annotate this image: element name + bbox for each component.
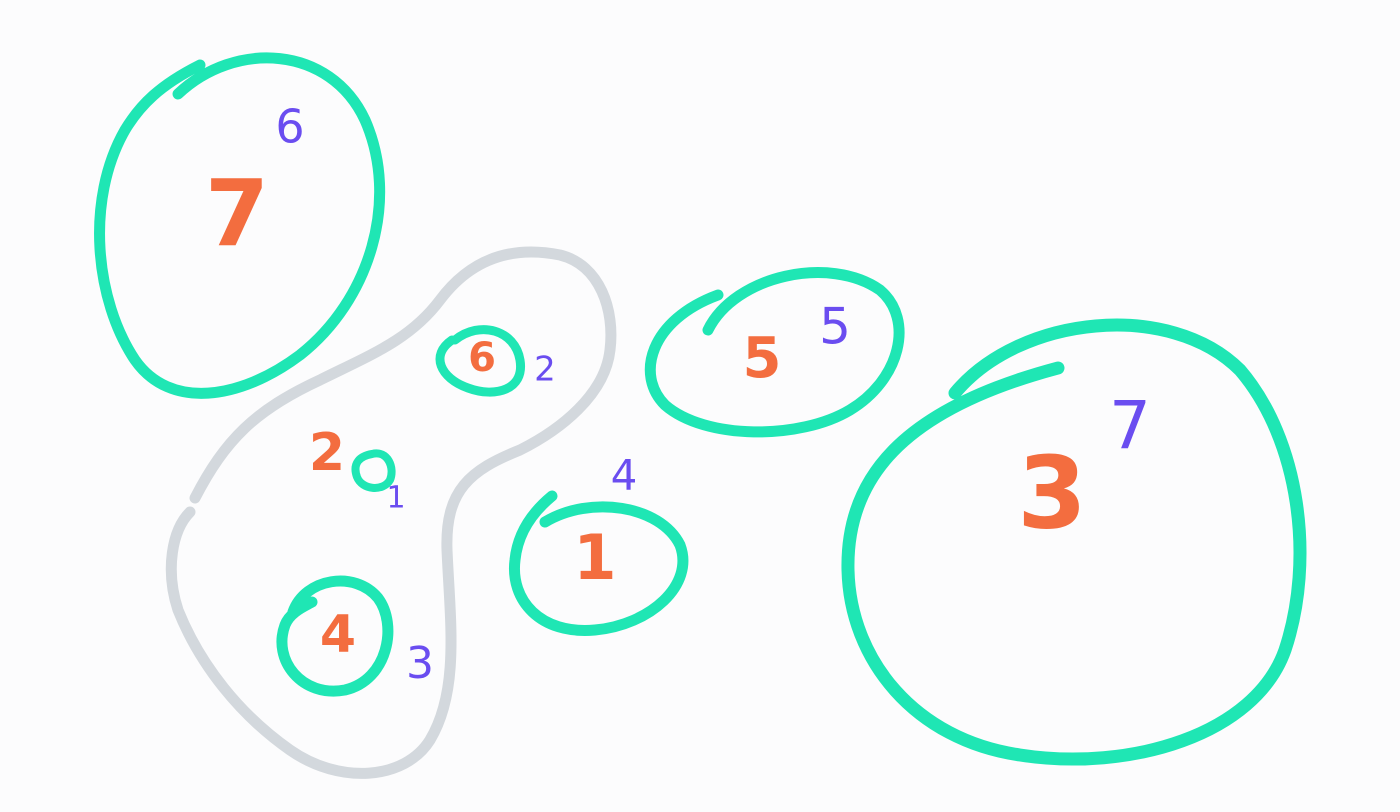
cluster-1-weight: 4 — [611, 451, 638, 500]
cluster-7-label: 7 — [205, 160, 269, 267]
cluster-1: 1 4 — [508, 451, 689, 636]
group-outline — [165, 246, 617, 779]
cluster-5-outline — [644, 267, 905, 438]
cluster-6: 6 2 — [435, 325, 556, 397]
cluster-3-weight: 7 — [1109, 387, 1151, 464]
cluster-7-weight: 6 — [275, 100, 304, 154]
cluster-2-weight: 1 — [386, 481, 405, 516]
cluster-5-label: 5 — [743, 326, 782, 391]
cluster-4-weight: 3 — [406, 638, 434, 689]
cluster-4-label: 4 — [320, 605, 356, 665]
cluster-5-weight: 5 — [819, 298, 851, 356]
cluster-4-outline — [276, 575, 394, 697]
cluster-6-weight: 2 — [534, 350, 556, 390]
cluster-2: 2 1 — [309, 423, 406, 516]
cluster-7: 7 6 — [94, 52, 386, 399]
cluster-5: 5 5 — [644, 267, 905, 438]
cluster-1-label: 1 — [573, 521, 616, 594]
cluster-6-outline — [435, 325, 525, 397]
cluster-4: 4 3 — [276, 575, 434, 697]
cluster-7-outline — [94, 52, 386, 399]
cluster-3-outline — [841, 318, 1307, 766]
cluster-1-outline — [508, 490, 689, 636]
cluster-6-label: 6 — [468, 335, 496, 381]
cluster-2-outline — [351, 449, 396, 492]
cluster-2-label: 2 — [309, 423, 345, 483]
cluster-3-label: 3 — [1017, 434, 1087, 551]
cluster-3: 3 7 — [841, 318, 1307, 766]
